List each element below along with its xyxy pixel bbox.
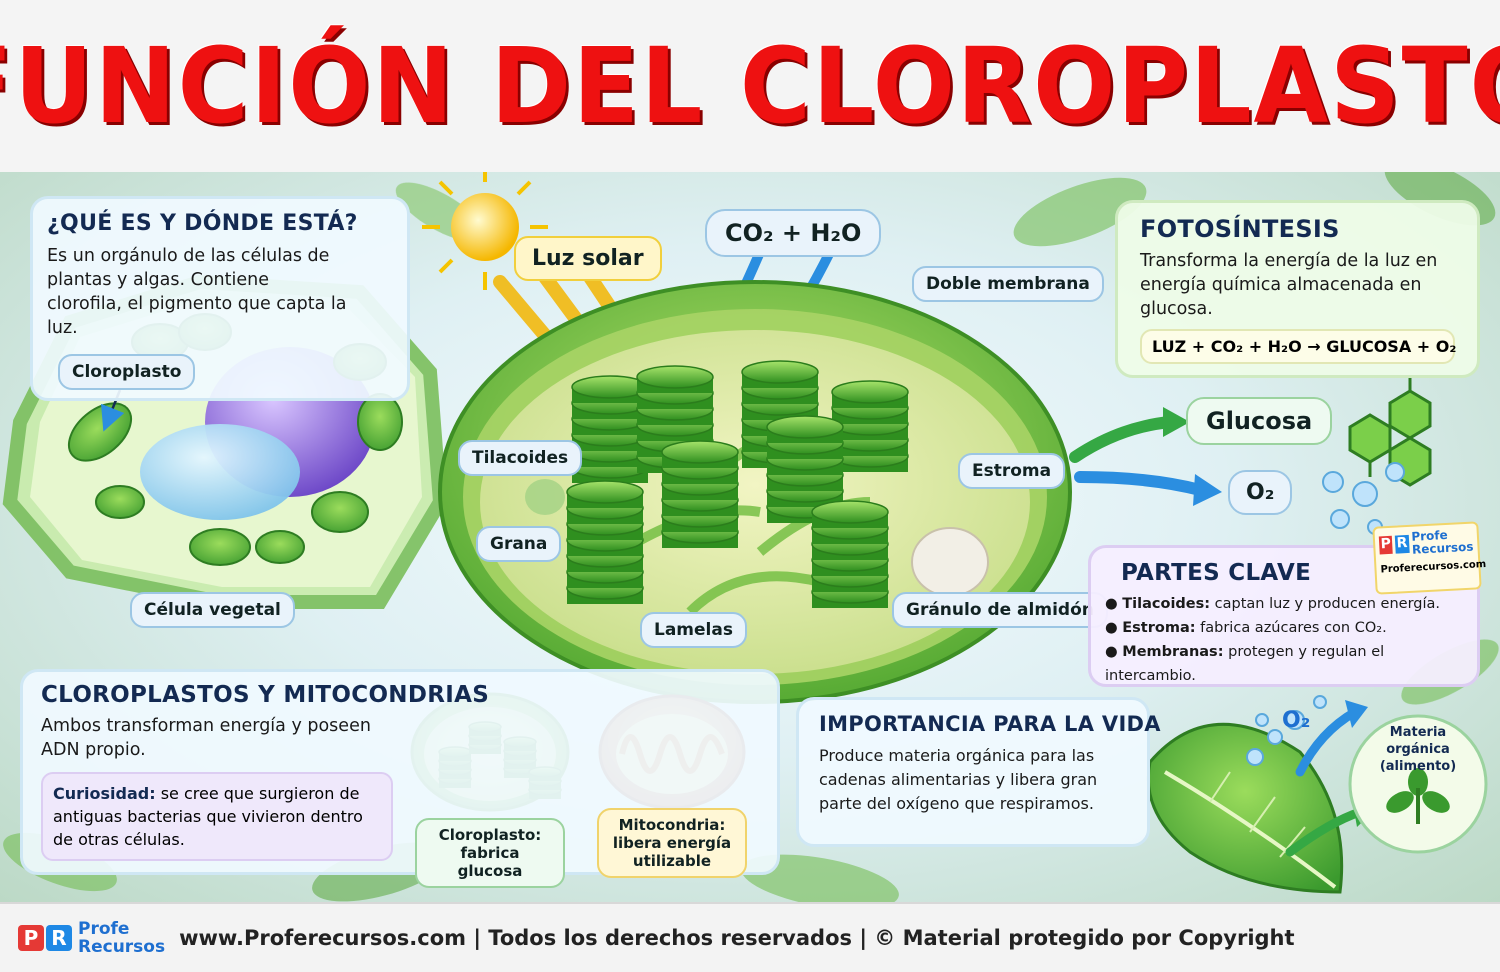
o2-output-label: O₂ [1228,470,1293,515]
key-part-item: ● Tilacoides: captan luz y producen ener… [1105,596,1441,612]
plant-sprout-icon [1386,768,1450,824]
granum-stack [636,365,714,473]
page-title: FUNCIÓN DEL CLOROPLASTO [0,25,1500,147]
what-is-card: ¿QUÉ ES Y DÓNDE ESTÁ? Es un orgánulo de … [30,196,410,401]
photosynthesis-equation: LUZ + CO₂ + H₂O → GLUCOSA + O₂ [1140,329,1456,364]
comparison-heading: CLOROPLASTOS Y MITOCONDRIAS [41,682,490,708]
photosynthesis-text: Transforma la energía de la luz en energ… [1140,251,1438,319]
badge-line2: Recursos [1411,539,1474,557]
lamellae-label: Lamelas [640,612,747,648]
key-parts-list: ● Tilacoides: captan luz y producen ener… [1105,592,1463,688]
grana-label: Grana [476,526,562,562]
pr-logo-r: R [1395,534,1410,554]
cell-label: Célula vegetal [130,592,295,628]
footer-logo: P R Profe Recursos [18,920,165,956]
chloroplast-compare-label: Cloroplasto: fabrica glucosa [415,818,565,888]
sun-illustration [422,172,548,290]
output-arrows [1069,407,1222,506]
footer-logo-r: R [46,925,72,951]
importance-text: Produce materia orgánica para las cadena… [819,746,1098,813]
sunlight-label: Luz solar [514,236,662,281]
infographic-scene: ¿QUÉ ES Y DÓNDE ESTÁ? Es un orgánulo de … [0,172,1500,902]
importance-o2-label: O₂ [1282,708,1311,733]
what-is-heading: ¿QUÉ ES Y DÓNDE ESTÁ? [47,211,358,236]
thylakoids-label: Tilacoides [458,440,583,476]
chloroplast-diagram [438,280,1072,704]
oxygen-bubbles [1322,462,1405,535]
granum-stack [661,440,739,548]
leaf-o2-bubbles [1246,695,1327,766]
importance-card: IMPORTANCIA PARA LA VIDA Produce materia… [796,697,1161,847]
granum-stack [566,480,644,604]
importance-heading: IMPORTANCIA PARA LA VIDA [819,712,1161,736]
stroma-label: Estroma [958,453,1066,489]
glucose-molecule-icon [1348,376,1432,487]
footer-logo-line1: Profe [78,919,130,939]
key-parts-heading: PARTES CLAVE [1121,560,1312,586]
starch-granule-label: Gránulo de almidón [892,592,1108,628]
food-label: Materia orgánica (alimento) [1379,725,1457,774]
what-is-text: Es un orgánulo de las células de plantas… [47,246,347,338]
key-part-item: ● Membranas: protegen y regulan el inter… [1105,644,1385,684]
granum-stack [571,375,649,483]
mitochondria-compare-label: Mitocondria: libera energía utilizable [597,808,747,878]
title-bar: FUNCIÓN DEL CLOROPLASTO [0,0,1500,172]
comparison-text: Ambos transforman energía y poseen ADN p… [41,716,371,760]
badge-site: Proferecursos.com [1380,558,1487,576]
footer-logo-line2: Recursos [78,937,166,957]
cell-chloroplast-label: Cloroplasto [58,354,196,390]
granum-stack [811,500,889,608]
double-membrane-label: Doble membrana [912,266,1104,302]
footer: P R Profe Recursos www.Proferecursos.com… [0,902,1500,972]
key-parts-card: PARTES CLAVE ● Tilacoides: captan luz y … [1088,545,1480,687]
pr-logo-p: P [1378,535,1393,555]
footer-text[interactable]: www.Proferecursos.com | Todos los derech… [179,926,1295,950]
key-part-item: ● Estroma: fabrica azúcares con CO₂. [1105,620,1387,636]
photosynthesis-heading: FOTOSÍNTESIS [1140,215,1340,243]
glucose-label: Glucosa [1186,397,1333,445]
grana-stacks [566,360,909,608]
co2-h2o-label: CO₂ + H₂O [705,209,882,257]
granum-stack [831,380,909,472]
curiosity-box: Curiosidad: se cree que surgieron de ant… [41,772,393,861]
footer-logo-p: P [18,925,44,951]
profe-recursos-badge: P R Profe Recursos Proferecursos.com [1372,521,1487,595]
photosynthesis-card: FOTOSÍNTESIS Transforma la energía de la… [1115,200,1480,378]
